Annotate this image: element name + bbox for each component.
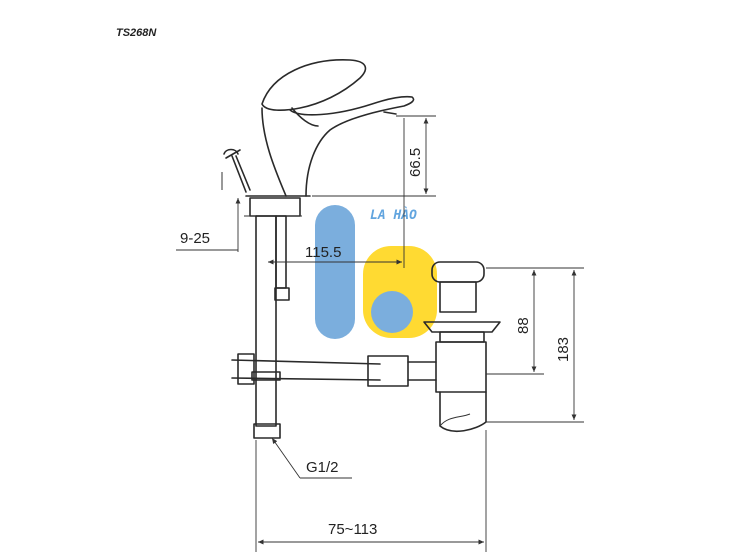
dim-label-drain-183: 183 <box>555 337 572 362</box>
dim-label-inlet-thread: G1/2 <box>306 459 339 476</box>
drain-assembly <box>367 261 501 433</box>
dim-deck-thickness: 9-25 <box>176 198 241 252</box>
dim-label-spout-reach: 115.5 <box>305 244 341 261</box>
dim-spout-height: 66.5 <box>312 115 436 197</box>
logo-text: LA HÀO <box>370 207 417 223</box>
model-code: TS268N <box>116 27 157 39</box>
dim-drain-183: 183 <box>486 270 584 423</box>
dim-label-drain-88: 88 <box>515 317 532 334</box>
lahao-logo: LA HÀO <box>315 205 437 339</box>
dim-label-drain-distance: 75~113 <box>328 521 377 538</box>
dim-inlet-thread: G1/2 <box>271 437 352 479</box>
dim-spout-reach: 115.5 <box>268 118 405 268</box>
dim-drain-88: 88 <box>486 267 584 375</box>
faucet-body <box>221 59 415 439</box>
dim-label-spout-height: 66.5 <box>407 148 424 177</box>
dim-drain-distance: 75~113 <box>255 430 487 552</box>
dim-label-deck-thickness: 9-25 <box>180 230 210 247</box>
